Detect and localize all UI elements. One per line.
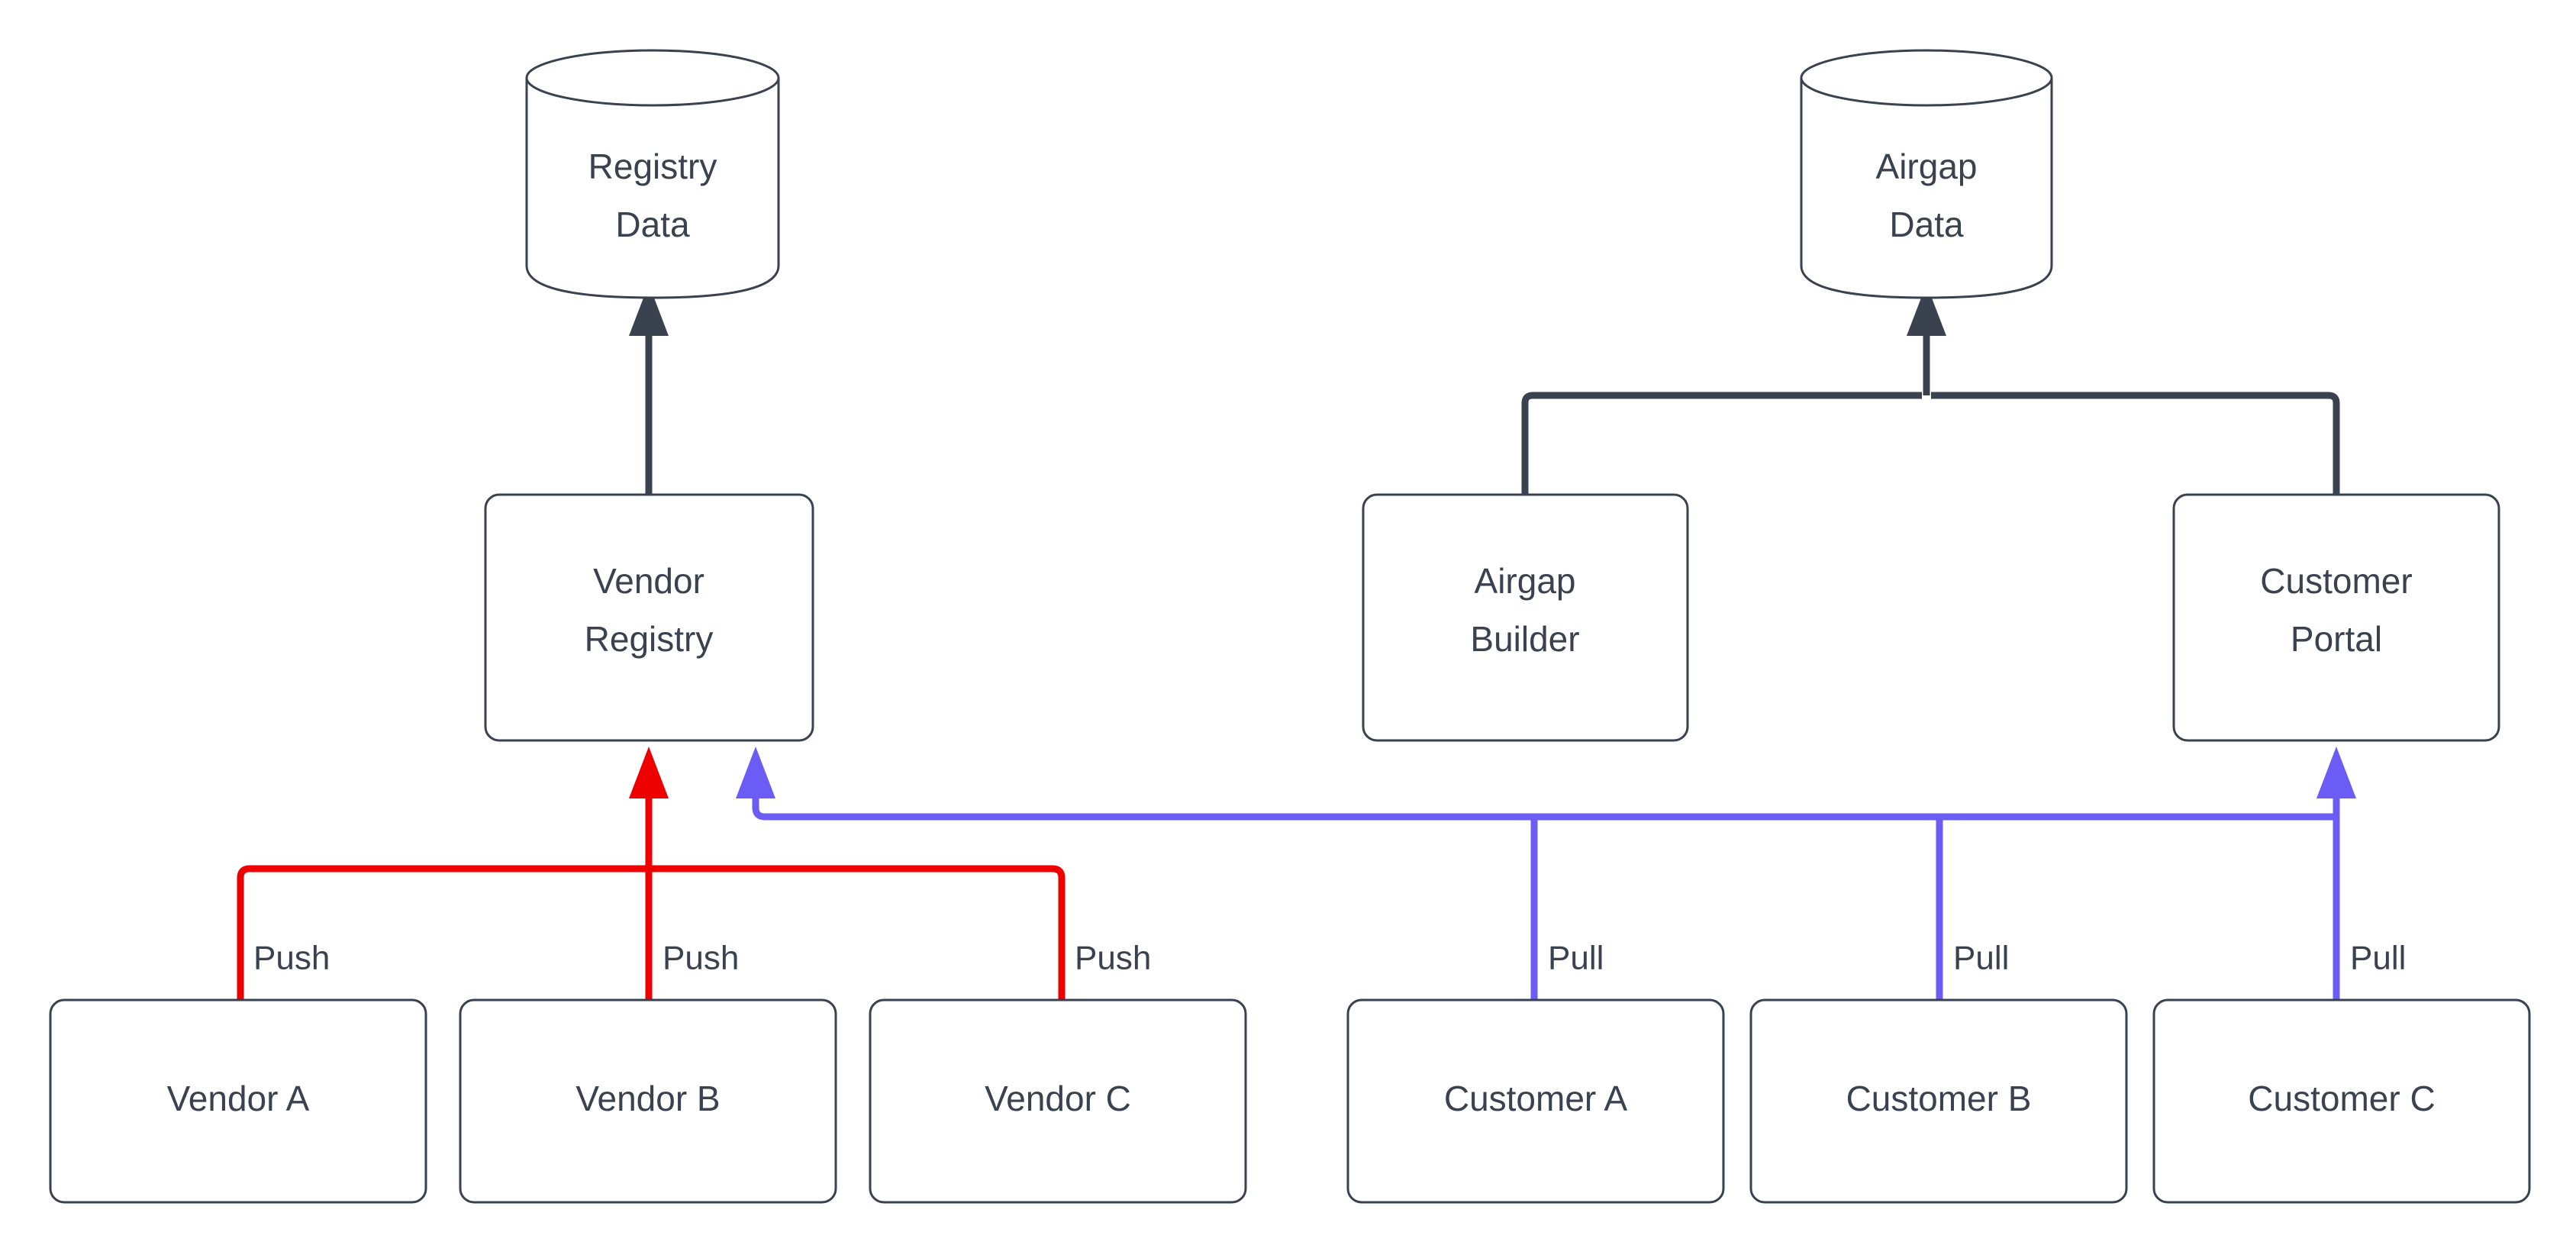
edge-label-pull-3: Pull xyxy=(2350,940,2406,977)
edge-customer-portal-to-airgap-data xyxy=(1931,392,2340,495)
edge-label-push-2: Push xyxy=(663,940,739,977)
datastore-registry-data-label-line1: Registry xyxy=(588,147,717,186)
node-customer-b-label: Customer B xyxy=(1846,1079,2032,1118)
datastore-airgap-data-label-line2: Data xyxy=(1889,205,1964,244)
node-customer-c[interactable]: Customer C xyxy=(2152,998,2531,1204)
node-vendor-b[interactable]: Vendor B xyxy=(459,998,837,1204)
edge-label-push-3: Push xyxy=(1075,940,1151,977)
node-customer-a-label: Customer A xyxy=(1444,1079,1628,1118)
service-airgap-builder-label-line2: Builder xyxy=(1470,619,1579,659)
service-customer-portal-label-line1: Customer xyxy=(2260,561,2412,601)
node-vendor-a[interactable]: Vendor A xyxy=(49,998,427,1204)
node-vendor-c[interactable]: Vendor C xyxy=(869,998,1247,1204)
node-customer-b[interactable]: Customer B xyxy=(1749,998,2128,1204)
service-airgap-builder[interactable]: Airgap Builder xyxy=(1362,493,1689,742)
edge-airgap-trunk-to-airgap-data xyxy=(1907,284,1946,395)
service-airgap-builder-label-line1: Airgap xyxy=(1475,561,1576,601)
service-customer-portal[interactable]: Customer Portal xyxy=(2172,493,2500,742)
datastore-registry-data[interactable]: Registry Data xyxy=(525,49,780,299)
node-vendor-b-label: Vendor B xyxy=(575,1079,720,1118)
edge-airgap-builder-to-airgap-data xyxy=(1521,392,1922,495)
service-vendor-registry[interactable]: Vendor Registry xyxy=(484,493,814,742)
service-vendor-registry-label-line2: Registry xyxy=(585,619,714,659)
node-vendor-a-label: Vendor A xyxy=(167,1079,310,1118)
node-customer-a[interactable]: Customer A xyxy=(1346,998,1725,1204)
edge-pull-bus xyxy=(736,747,2356,1000)
node-vendor-c-label: Vendor C xyxy=(985,1079,1131,1118)
edge-vendor-registry-to-registry-data xyxy=(629,284,669,495)
edge-label-pull-2: Pull xyxy=(1953,940,2009,977)
datastore-airgap-data-label-line1: Airgap xyxy=(1876,147,1978,186)
datastore-airgap-data[interactable]: Airgap Data xyxy=(1800,49,2053,299)
edge-push-bus xyxy=(237,747,1066,1000)
datastore-registry-data-label-line2: Data xyxy=(615,205,690,244)
service-vendor-registry-label-line1: Vendor xyxy=(593,561,704,601)
edge-label-pull-1: Pull xyxy=(1548,940,1604,977)
service-customer-portal-label-line2: Portal xyxy=(2291,619,2382,659)
node-customer-c-label: Customer C xyxy=(2248,1079,2435,1118)
edge-label-push-1: Push xyxy=(253,940,330,977)
